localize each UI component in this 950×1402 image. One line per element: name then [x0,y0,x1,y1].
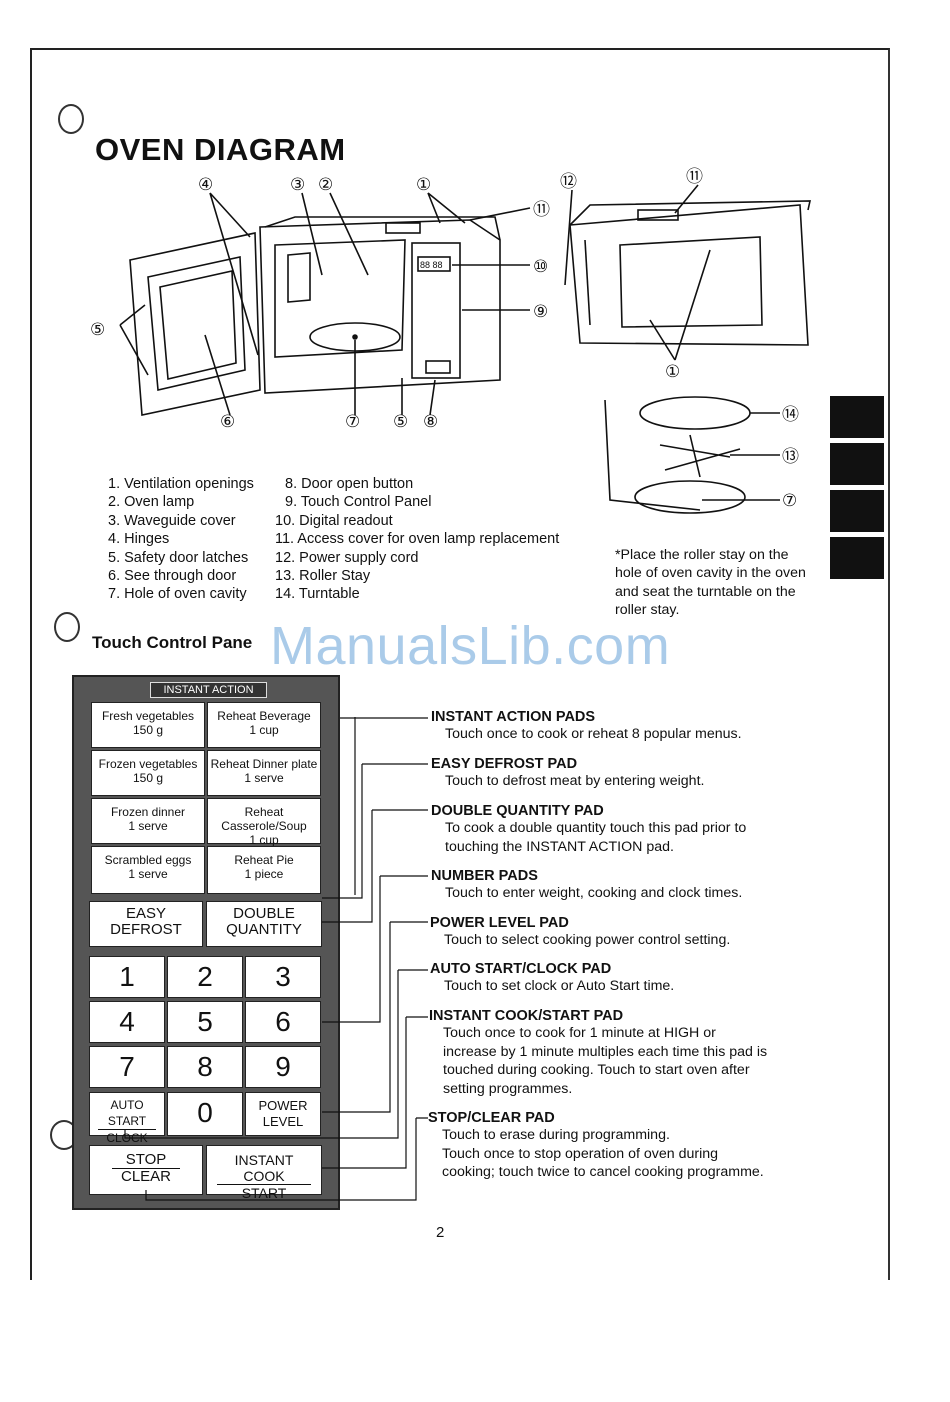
access-cover [385,222,421,234]
pad-description: STOP/CLEAR PAD Touch to erase during pro… [428,1110,764,1180]
page-title: OVEN DIAGRAM [95,132,346,167]
digital-readout [417,256,451,272]
svg-text:④: ④ [198,175,213,195]
punch-hole-icon [54,612,80,642]
svg-text:⑦: ⑦ [782,491,797,511]
legend-item: 14. Turntable [275,586,360,603]
turntable-note: *Place the roller stay on the hole of ov… [615,547,806,619]
legend-item: 6. See through door [108,568,237,585]
svg-text:⑨: ⑨ [533,302,548,322]
number-pad-9[interactable]: 9 [245,1046,321,1088]
legend-item: 13. Roller Stay [275,568,371,585]
svg-text:①: ① [665,362,680,382]
hole-of-oven-cavity [634,480,746,514]
legend-item: 3. Waveguide cover [108,512,236,529]
pad-description: NUMBER PADS Touch to enter weight, cooki… [431,868,743,901]
section-tab [830,490,884,532]
parts-legend-right: 8. Door open button 9. Touch Control Pan… [275,475,559,604]
legend-item: 9. Touch Control Panel [285,494,432,511]
pad-description: INSTANT ACTION PADS Touch once to cook o… [431,709,742,742]
svg-text:⑪: ⑪ [686,167,703,187]
svg-text:②: ② [318,175,333,195]
svg-text:⑭: ⑭ [782,405,799,425]
section-tab [830,396,884,438]
svg-text:⑩: ⑩ [533,257,548,277]
number-pad-7[interactable]: 7 [89,1046,165,1088]
number-pad-5[interactable]: 5 [167,1001,243,1043]
pad-description: POWER LEVEL PAD Touch to select cooking … [430,915,731,948]
number-pad-2[interactable]: 2 [167,956,243,998]
parts-legend-left: 1. Ventilation openings 2. Oven lamp 3. … [108,475,254,604]
door-open-button [425,360,451,374]
number-pad-6[interactable]: 6 [245,1001,321,1043]
section-title: Touch Control Pane [92,633,253,652]
rear-oven [569,204,809,346]
svg-text:③: ③ [290,175,305,195]
section-tab [830,443,884,485]
legend-item: 11. Access cover for oven lamp replaceme… [275,531,560,548]
svg-text:⑧: ⑧ [423,412,438,432]
svg-text:⑦: ⑦ [345,412,360,432]
legend-item: 8. Door open button [285,476,414,492]
svg-text:⑤: ⑤ [393,412,408,432]
legend-item: 1. Ventilation openings [108,476,254,492]
oven-door [129,232,261,416]
svg-text:88 88: 88 88 [420,260,443,270]
svg-text:①: ① [416,175,431,195]
svg-text:⑬: ⑬ [782,447,799,467]
svg-text:⑫: ⑫ [560,172,577,192]
number-pad-0[interactable]: 0 [167,1092,243,1136]
pad-description: EASY DEFROST PAD Touch to defrost meat b… [431,756,705,789]
pad-description: DOUBLE QUANTITY PAD To cook a double qua… [431,803,747,855]
number-pad-8[interactable]: 8 [167,1046,243,1088]
svg-text:⑪: ⑪ [533,200,550,220]
svg-text:⑥: ⑥ [220,412,235,432]
number-pad-1[interactable]: 1 [89,956,165,998]
legend-item: 2. Oven lamp [108,494,195,511]
section-tab [830,537,884,579]
legend-item: 7. Hole of oven cavity [108,586,247,603]
legend-item: 4. Hinges [108,531,170,548]
roller-stay [659,434,741,478]
number-pad-3[interactable]: 3 [245,956,321,998]
pad-description: INSTANT COOK/START PAD Touch once to coo… [429,1008,768,1097]
legend-item: 5. Safety door latches [108,549,249,566]
page-frame [30,48,890,1280]
punch-hole-icon [58,104,84,134]
watermark: ManualsLib.com [270,616,671,676]
pad-description: AUTO START/CLOCK PAD Touch to set clock … [430,961,675,994]
control-panel [411,242,461,379]
number-pad-4[interactable]: 4 [89,1001,165,1043]
svg-text:⑤: ⑤ [90,320,105,340]
instant-action-header: INSTANT ACTION [150,682,267,698]
legend-item: 10. Digital readout [275,512,393,529]
page-number: 2 [436,1224,445,1241]
legend-item: 12. Power supply cord [275,549,419,566]
